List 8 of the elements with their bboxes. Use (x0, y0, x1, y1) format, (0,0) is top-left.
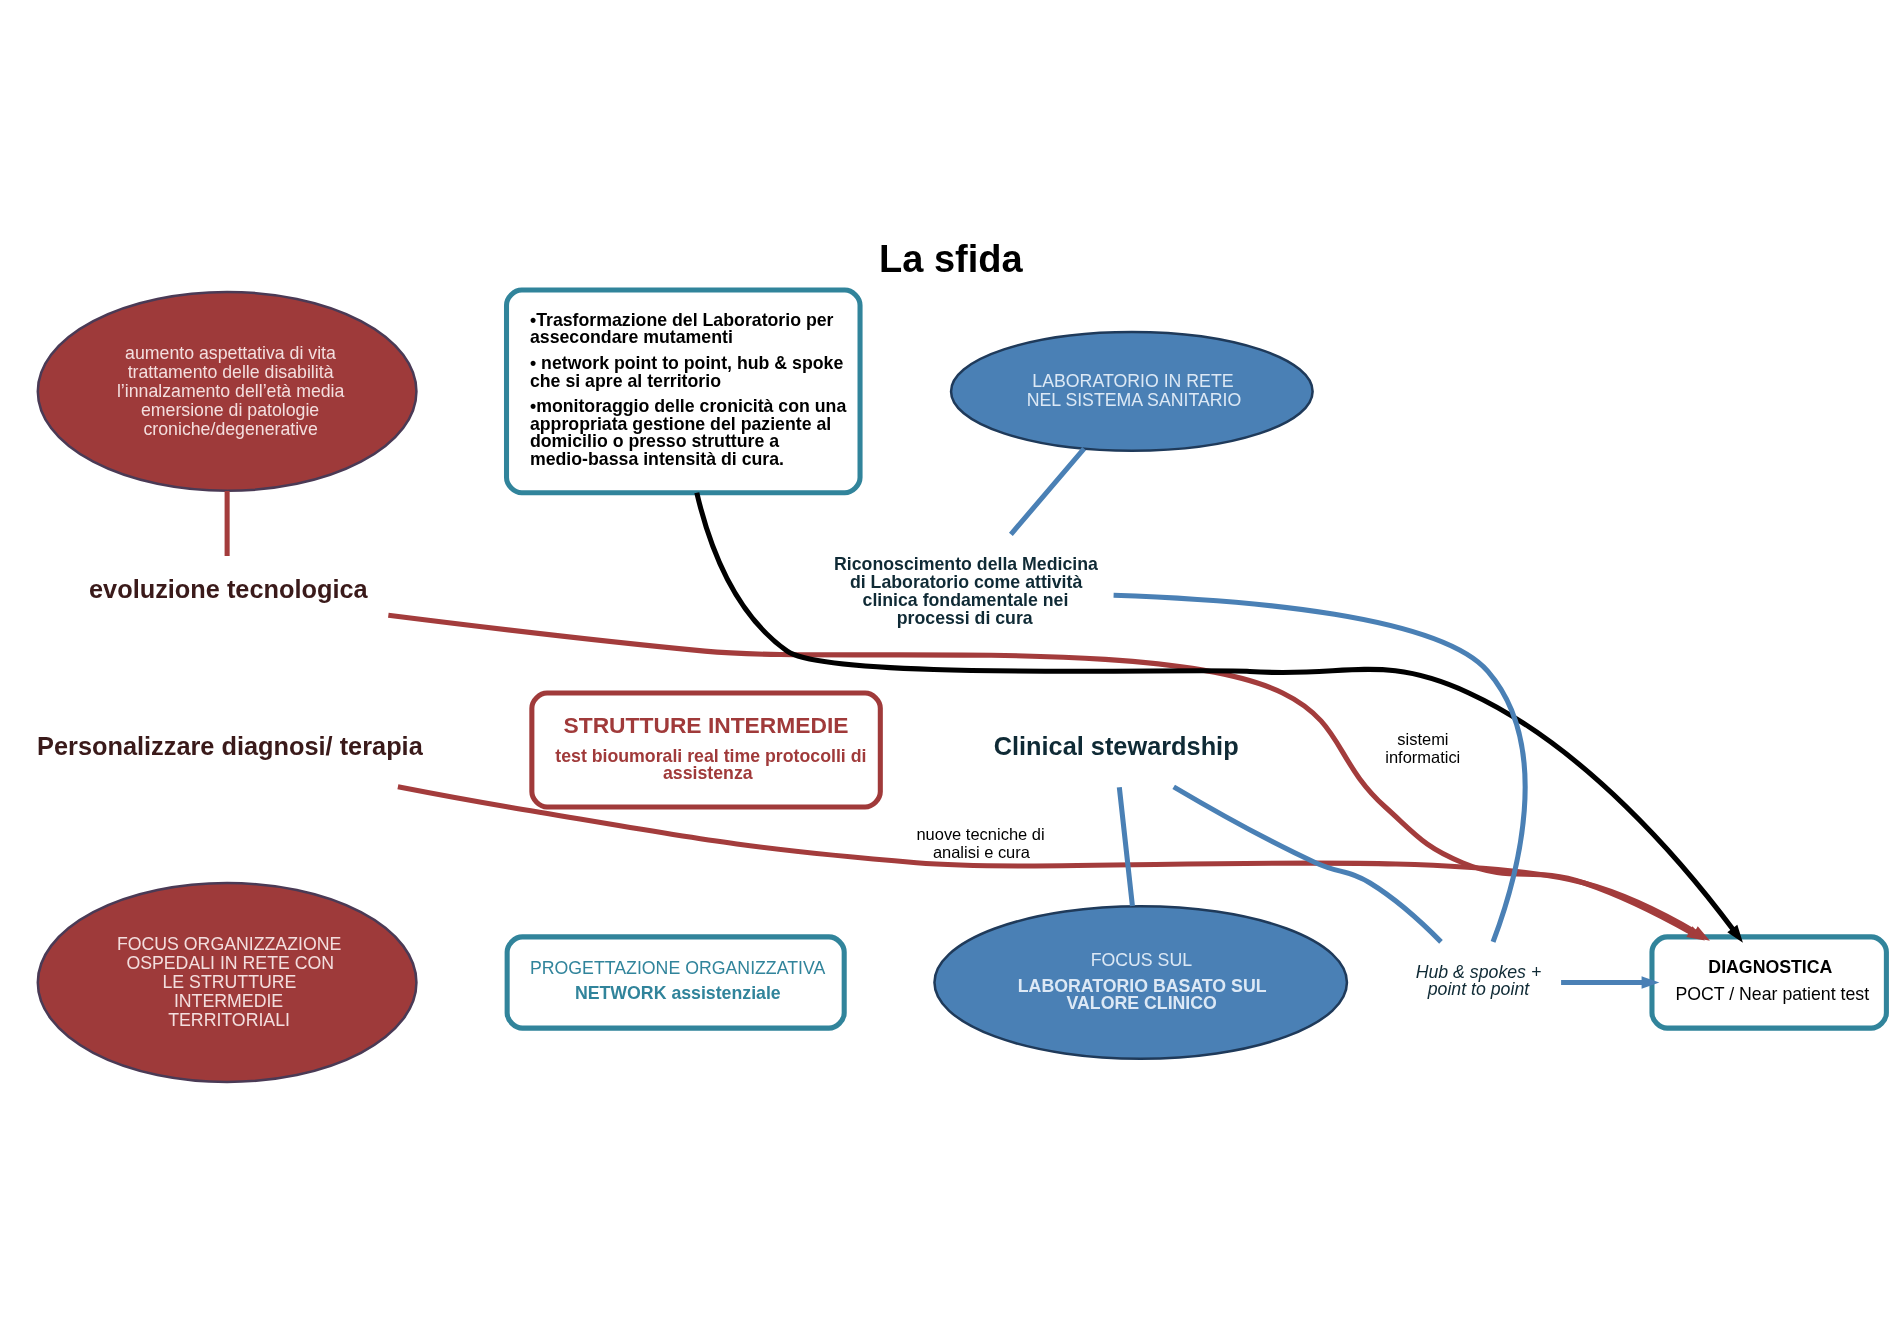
node-text: evoluzione tecnologica (89, 574, 368, 603)
edge-label: nuove tecniche di analisi e cura (916, 825, 1045, 862)
node-text: Personalizzare diagnosi/ terapia (37, 732, 423, 761)
edge-label: sistemi informatici (1385, 730, 1461, 767)
node-text: Riconoscimento della Medicina di Laboratorio come attività clinica fondamentale nei processi di cura (834, 554, 1098, 628)
node-text: Hub & spokes + point to point (1415, 961, 1542, 1000)
node-text: Clinical stewardship (993, 732, 1239, 761)
diagram-title: La sfida (879, 238, 1023, 281)
